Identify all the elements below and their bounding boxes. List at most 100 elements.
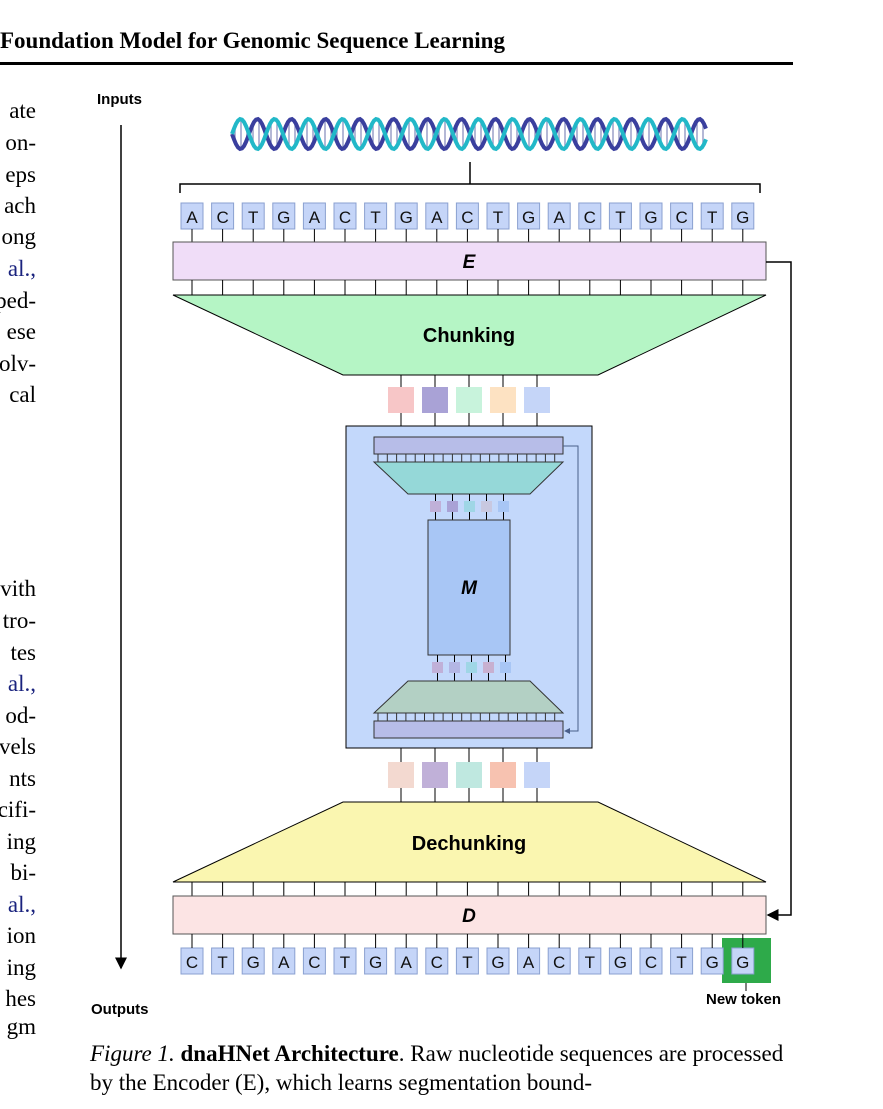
left-column-fragment: ong — [1, 224, 37, 249]
input-bracket — [179, 162, 761, 193]
left-column-fragment: al., — [7, 892, 36, 917]
input-token: G — [277, 208, 290, 227]
chunk-token — [524, 387, 550, 413]
left-column-fragment: cifi- — [0, 797, 36, 822]
input-token: A — [431, 208, 443, 227]
decoder-block — [172, 895, 767, 935]
inner-dechunk-token — [449, 662, 460, 673]
left-column-fragment: od- — [5, 703, 36, 728]
chunk-token — [490, 387, 516, 413]
decoder-label: D — [462, 906, 476, 927]
output-token: C — [645, 953, 657, 972]
chunk-token — [456, 387, 482, 413]
input-token: T — [707, 208, 717, 227]
inner-chunk-token — [481, 501, 492, 512]
left-column-fragment: vith — [0, 576, 36, 601]
output-token: C — [308, 953, 320, 972]
left-column-fragment: ped- — [0, 288, 36, 313]
chunking-block — [172, 294, 767, 376]
encoder-label: E — [463, 252, 477, 273]
caption-body: . Raw nucleotide sequences are processed… — [90, 1041, 784, 1095]
inner-dechunk-token — [432, 662, 443, 673]
left-column-fragment: cal — [9, 382, 36, 407]
output-token: A — [278, 953, 290, 972]
input-token: T — [248, 208, 258, 227]
dechunking-label: Dechunking — [412, 833, 526, 855]
left-column-fragment: ion — [6, 923, 36, 948]
dechunk-token — [490, 762, 516, 788]
output-token: G — [736, 953, 749, 972]
inner-dechunk-token — [500, 662, 511, 673]
header-rule — [0, 62, 793, 65]
inner-dechunk-token — [483, 662, 494, 673]
inner-decoder-block — [373, 720, 564, 739]
figure-caption: Figure 1. dnaHNet Architecture. Raw nucl… — [90, 1039, 793, 1097]
left-column-fragment: hes — [5, 986, 36, 1011]
left-column-fragment: gm — [6, 1014, 36, 1039]
main-network-block — [427, 519, 511, 656]
output-token: T — [585, 953, 595, 972]
input-token: G — [522, 208, 535, 227]
dechunk-token — [524, 762, 550, 788]
left-column-fragment: ate — [9, 98, 36, 123]
input-token: G — [644, 208, 657, 227]
dechunking-block — [172, 801, 767, 883]
input-token: T — [615, 208, 625, 227]
left-column-fragment: ing — [6, 955, 36, 980]
inner-chunking-block — [372, 461, 565, 495]
input-token: C — [461, 208, 473, 227]
output-token: T — [217, 953, 227, 972]
input-token: A — [186, 208, 198, 227]
inner-chunk-token — [447, 501, 458, 512]
input-token: T — [370, 208, 380, 227]
output-token: A — [523, 953, 535, 972]
left-column-fragment: ese — [6, 319, 36, 344]
output-token: G — [369, 953, 382, 972]
left-column-fragment: on- — [5, 130, 36, 155]
input-token: C — [339, 208, 351, 227]
inner-chunk-token — [464, 501, 475, 512]
encoder-decoder-skip-connection — [766, 261, 792, 921]
output-token: C — [553, 953, 565, 972]
left-column-fragment: al., — [7, 671, 36, 696]
inner-dechunk-token — [466, 662, 477, 673]
left-column-fragment: bi- — [10, 860, 36, 885]
output-token: T — [676, 953, 686, 972]
input-token: A — [309, 208, 321, 227]
output-token: C — [186, 953, 198, 972]
chunk-token — [388, 387, 414, 413]
left-column-fragment: vels — [0, 734, 36, 759]
left-column-fragment: eps — [5, 162, 36, 187]
running-header: Foundation Model for Genomic Sequence Le… — [0, 28, 505, 53]
left-column-fragment: tro- — [2, 608, 36, 633]
new-token-label: New token — [706, 991, 782, 1008]
inner-encoder-block — [373, 436, 564, 455]
chunking-label: Chunking — [423, 325, 515, 347]
output-token: T — [462, 953, 472, 972]
left-column-fragment: ach — [4, 193, 36, 218]
chunk-token — [422, 387, 448, 413]
dna-helix-icon — [230, 116, 708, 152]
input-token: C — [216, 208, 228, 227]
input-token: C — [584, 208, 596, 227]
outputs-label: Outputs — [91, 1001, 149, 1018]
caption-figure-label: Figure 1. — [90, 1041, 175, 1066]
input-token: G — [736, 208, 749, 227]
left-column-fragment: nts — [9, 766, 36, 791]
caption-title: dnaHNet Architecture — [180, 1041, 399, 1066]
input-token: T — [493, 208, 503, 227]
dechunk-token — [456, 762, 482, 788]
output-token: G — [614, 953, 627, 972]
output-token: C — [431, 953, 443, 972]
input-token: C — [675, 208, 687, 227]
dechunk-token — [422, 762, 448, 788]
input-token: A — [554, 208, 566, 227]
output-token: A — [401, 953, 413, 972]
left-column-fragment: al., — [7, 256, 36, 281]
inner-dechunking-block — [372, 680, 565, 714]
left-column-fragment: ing — [6, 829, 36, 854]
output-token: G — [706, 953, 719, 972]
inputs-label: Inputs — [97, 91, 142, 108]
left-column-fragment: olv- — [0, 351, 36, 376]
